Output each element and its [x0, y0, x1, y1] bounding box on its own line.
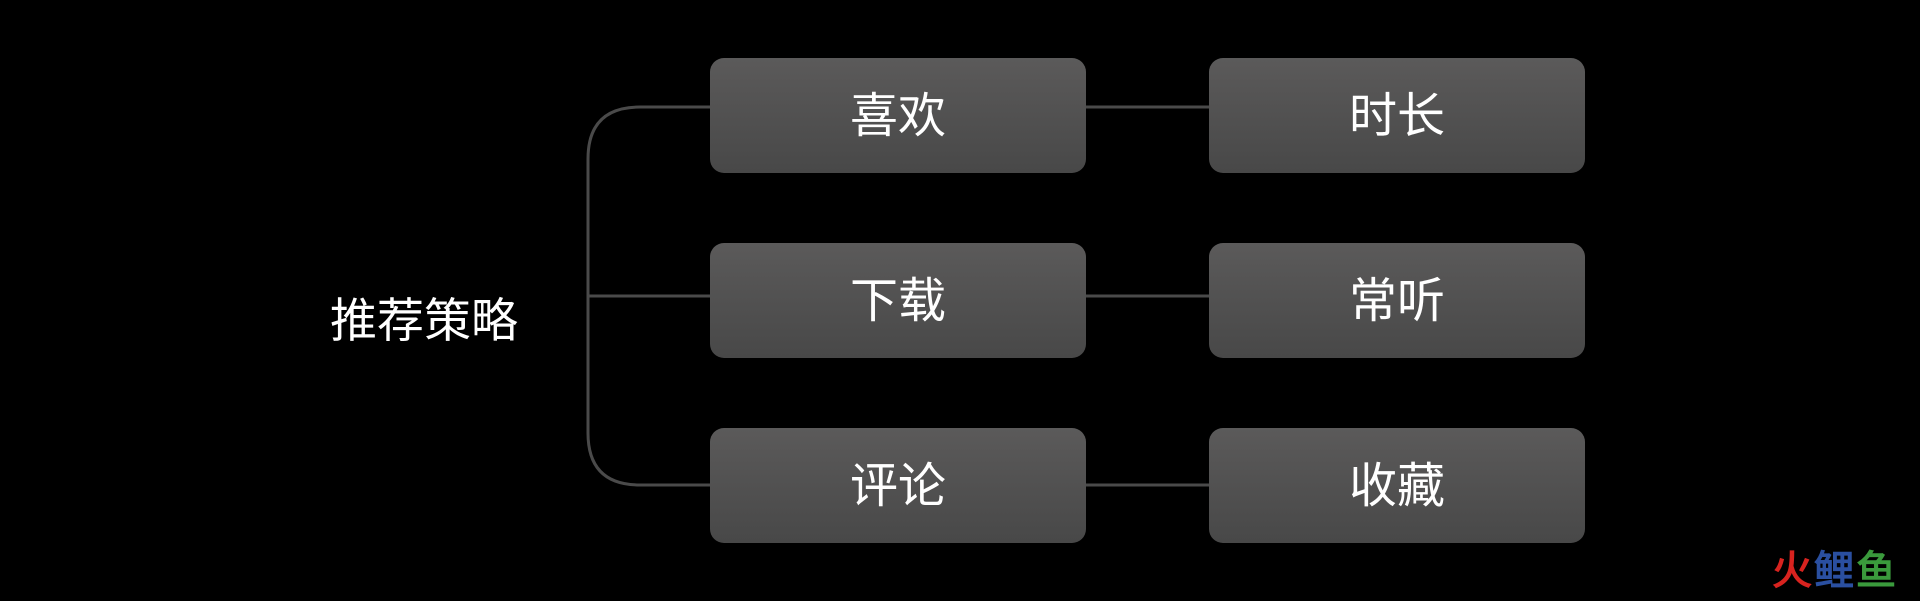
node-frequently-played: 常听	[1209, 243, 1585, 358]
node-duration: 时长	[1209, 58, 1585, 173]
watermark-logo: 火 鲤 鱼	[1772, 547, 1896, 595]
node-label: 时长	[1348, 87, 1445, 144]
node-label: 收藏	[1348, 457, 1445, 514]
watermark-char-1: 火	[1772, 548, 1812, 594]
node-comment: 评论	[710, 428, 1086, 543]
node-like: 喜欢	[710, 58, 1086, 173]
node-download: 下载	[710, 243, 1086, 358]
watermark-char-3: 鱼	[1856, 548, 1896, 594]
node-label: 评论	[849, 457, 946, 514]
node-label: 常听	[1348, 272, 1445, 329]
node-label: 喜欢	[849, 87, 946, 144]
root-node-label: 推荐策略	[330, 294, 518, 349]
node-favorite: 收藏	[1209, 428, 1585, 543]
node-label: 下载	[849, 272, 946, 329]
watermark-char-2: 鲤	[1814, 548, 1854, 594]
